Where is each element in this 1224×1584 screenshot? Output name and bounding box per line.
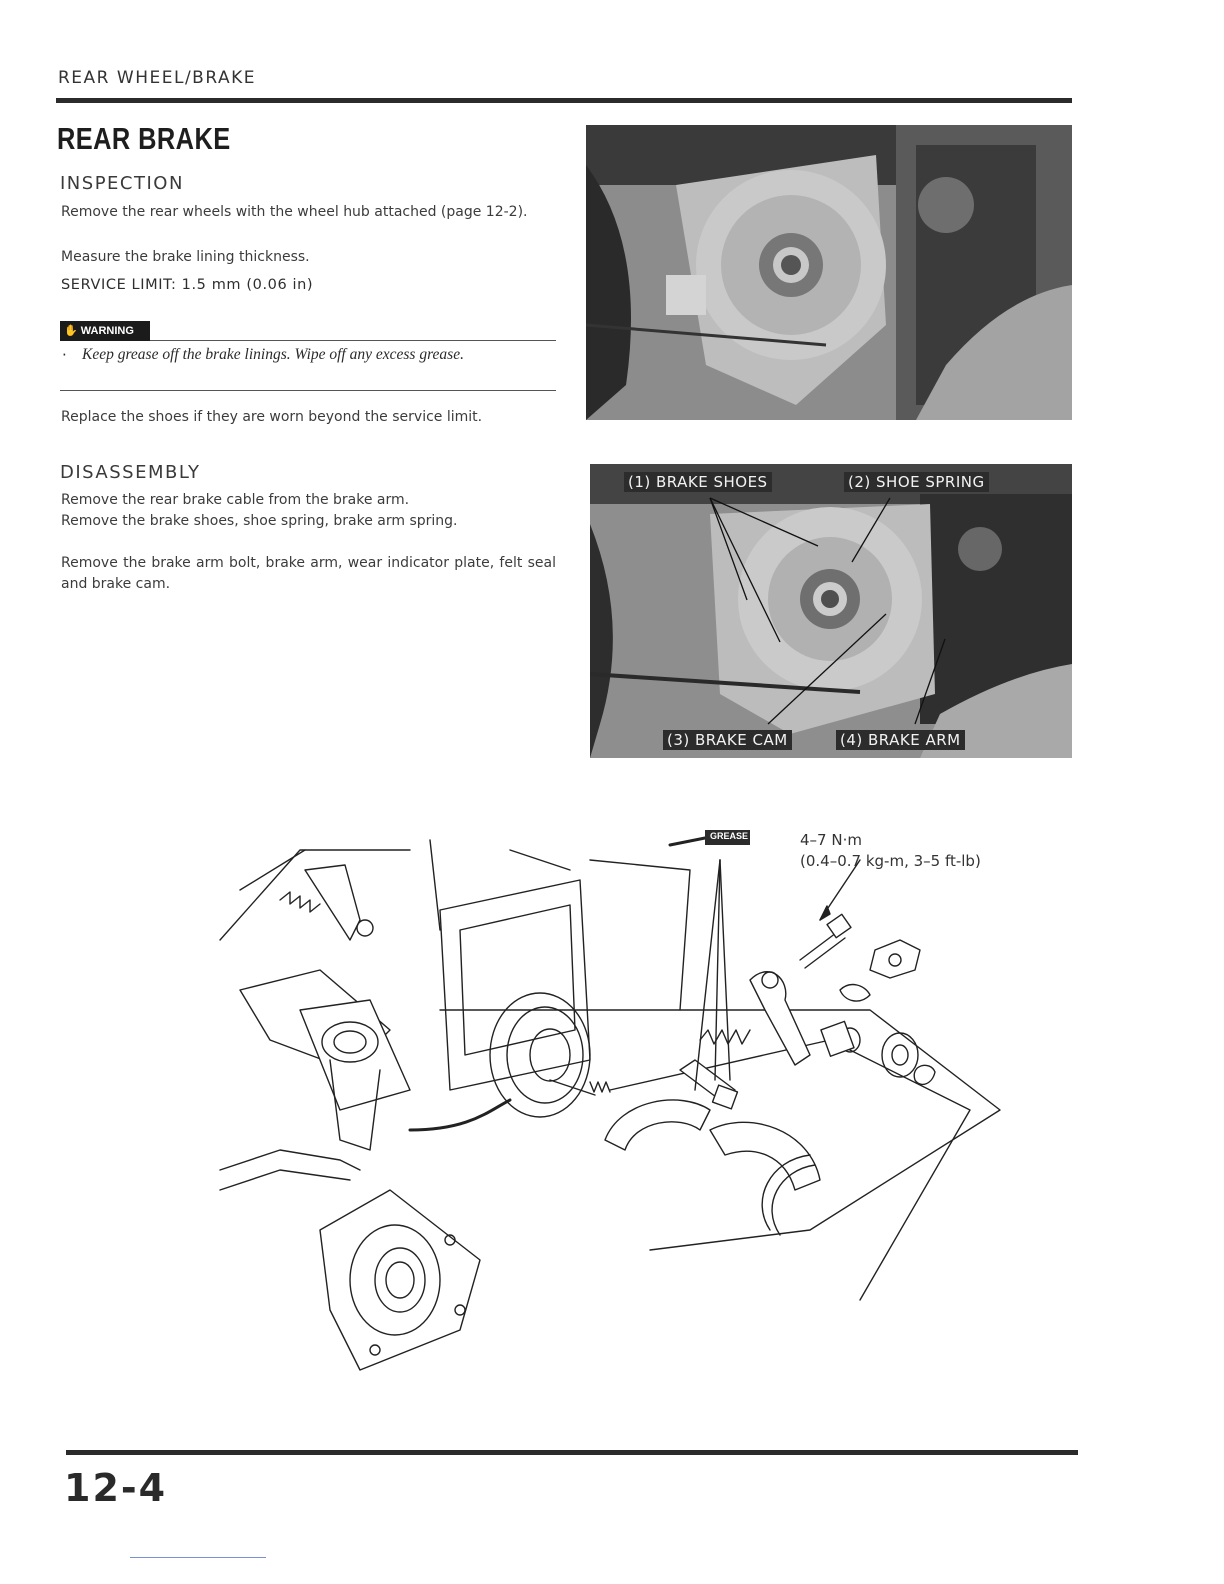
disassembly-para-2: Remove the brake shoes, shoe spring, bra… bbox=[61, 513, 458, 529]
page-title: REAR BRAKE bbox=[57, 121, 231, 156]
inspection-heading: INSPECTION bbox=[60, 173, 184, 194]
grease-label: GREASE bbox=[710, 831, 749, 841]
warning-text: Keep grease off the brake linings. Wipe … bbox=[82, 346, 464, 363]
brake-photo-2-drawing bbox=[590, 464, 1072, 758]
footer-link-underline bbox=[130, 1557, 266, 1558]
warning-icon: ✋ bbox=[64, 325, 78, 337]
disassembly-para-3: Remove the brake arm bolt, brake arm, we… bbox=[61, 555, 556, 592]
service-limit: SERVICE LIMIT: 1.5 mm (0.06 in) bbox=[61, 277, 314, 293]
page-number: 12-4 bbox=[64, 1466, 168, 1510]
inspection-para-1: Remove the rear wheels with the wheel hu… bbox=[61, 204, 528, 220]
brake-photo-1 bbox=[586, 125, 1072, 420]
label-brake-shoes: (1) BRAKE SHOES bbox=[624, 472, 772, 492]
label-brake-cam: (3) BRAKE CAM bbox=[663, 730, 792, 750]
torque-spec-line-2: (0.4–0.7 kg-m, 3–5 ft-lb) bbox=[800, 852, 981, 870]
disassembly-para-1: Remove the rear brake cable from the bra… bbox=[61, 492, 410, 508]
exploded-diagram-drawing bbox=[219, 830, 1001, 1371]
inspection-para-2: Measure the brake lining thickness. bbox=[61, 249, 310, 265]
label-shoe-spring: (2) SHOE SPRING bbox=[844, 472, 989, 492]
header-rule bbox=[56, 98, 1072, 103]
warning-bottom-rule bbox=[60, 390, 556, 391]
brake-photo-2: (1) BRAKE SHOES (2) SHOE SPRING (3) BRAK… bbox=[590, 464, 1072, 758]
torque-spec-line-1: 4–7 N·m bbox=[800, 831, 862, 849]
exploded-diagram: GREASE 4–7 N·m (0.4–0.7 kg-m, 3–5 ft-lb) bbox=[210, 810, 1010, 1410]
warning-top-rule bbox=[60, 340, 556, 341]
label-brake-arm: (4) BRAKE ARM bbox=[836, 730, 965, 750]
warning-label: WARNING bbox=[80, 325, 134, 337]
footer-rule bbox=[66, 1450, 1078, 1455]
brake-photo-1-drawing bbox=[586, 125, 1072, 420]
disassembly-heading: DISASSEMBLY bbox=[60, 462, 201, 483]
section-header: REAR WHEEL/BRAKE bbox=[58, 68, 256, 88]
bullet-icon: · bbox=[62, 346, 67, 364]
warning-badge: ✋ WARNING bbox=[60, 321, 150, 341]
inspection-para-3: Replace the shoes if they are worn beyon… bbox=[61, 409, 483, 425]
